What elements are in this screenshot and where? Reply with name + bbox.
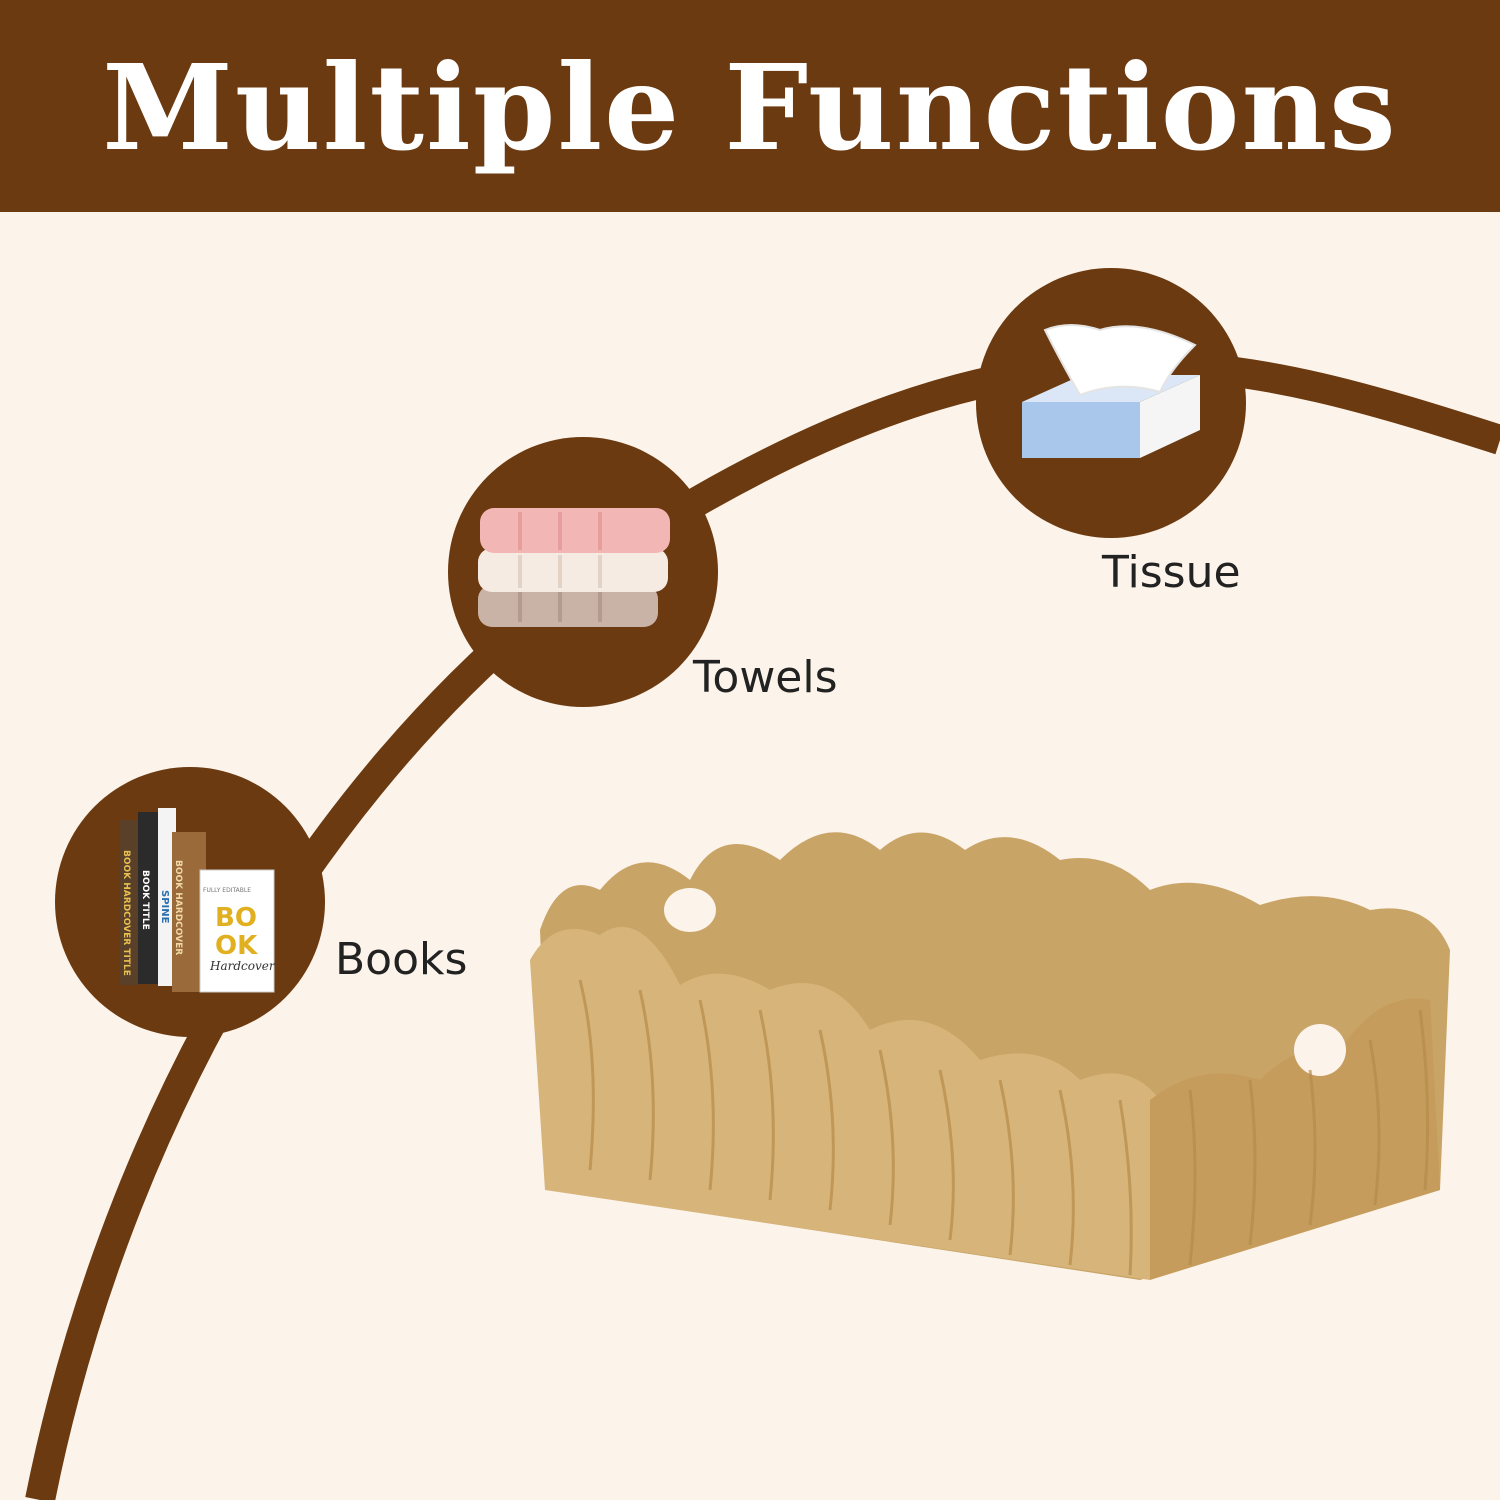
books-node: BO OK Hardcover FULLY EDITABLE BOOK HARD…	[55, 767, 325, 1037]
tissue-box-icon	[1022, 324, 1200, 458]
books-label: Books	[335, 934, 468, 985]
book-cover-editable: FULLY EDITABLE	[203, 887, 251, 894]
book-spine-label: SPINE	[159, 890, 170, 924]
towels-icon	[478, 508, 670, 627]
towels-label: Towels	[693, 652, 838, 703]
tissue-label: Tissue	[1102, 547, 1241, 598]
book-spine-title-b: BOOK TITLE	[140, 870, 150, 930]
book-cover-word-3: Hardcover	[209, 959, 276, 973]
book-spine-title-c: BOOK HARDCOVER	[173, 860, 183, 955]
header-banner	[0, 0, 1500, 212]
tissue-node	[976, 268, 1246, 538]
book-cover-word-1: BO	[215, 903, 257, 933]
page-title: Multiple Functions	[102, 38, 1398, 177]
book-cover-word-2: OK	[215, 931, 258, 961]
books-icon: BO OK Hardcover FULLY EDITABLE BOOK HARD…	[120, 808, 276, 993]
book-spine-title-a: BOOK HARDCOVER TITLE	[121, 850, 131, 976]
woven-basket-image	[530, 832, 1450, 1280]
towels-node	[448, 437, 718, 707]
